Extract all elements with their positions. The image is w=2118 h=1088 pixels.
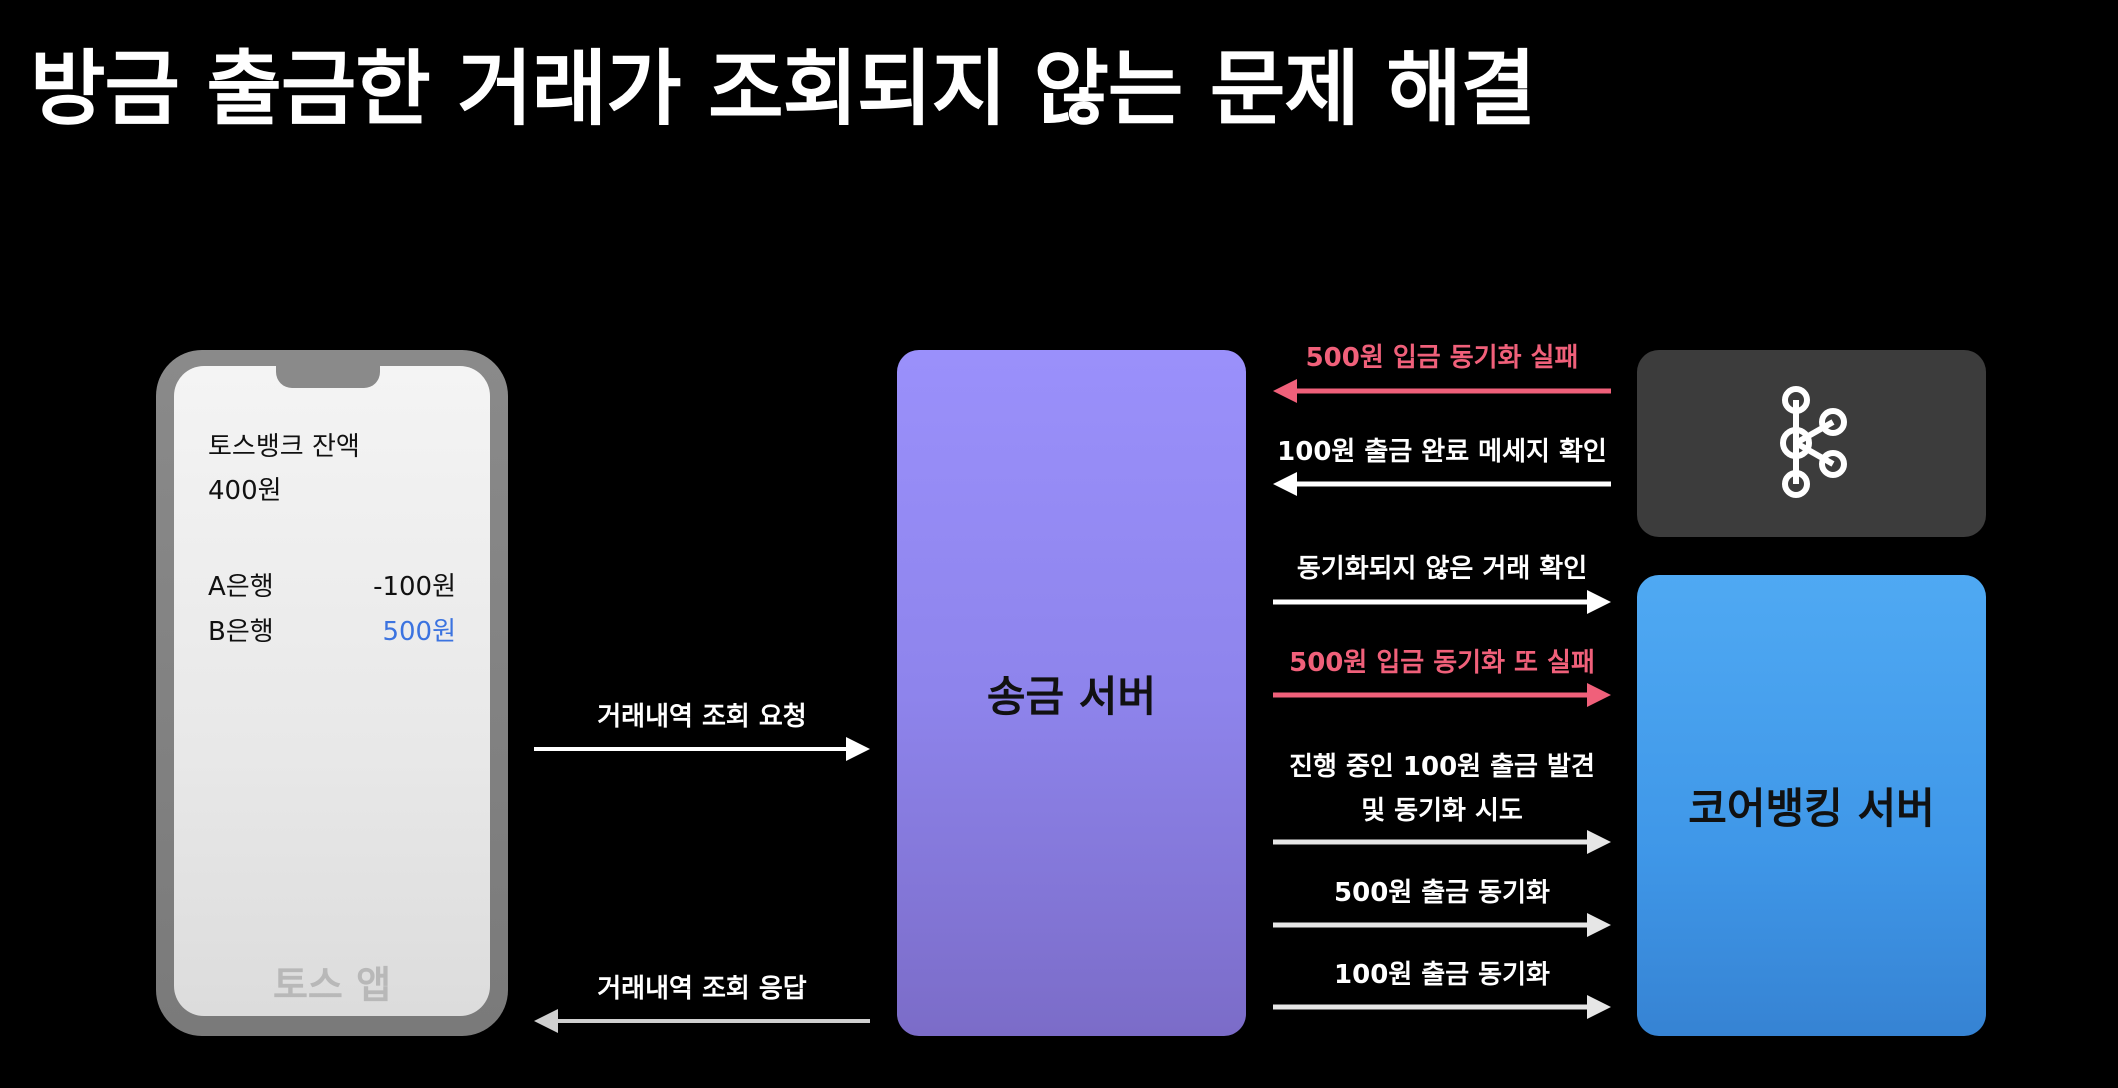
label-response: 거래내역 조회 응답 [597, 974, 807, 1004]
bank-b-label: B은행 [208, 617, 274, 647]
phone-screen: 토스뱅크 잔액 400원 A은행 -100원 B은행 500원 토스 앱 [174, 366, 490, 1016]
core-banking-server-label: 코어뱅킹 서버 [1688, 784, 1935, 833]
send-server-label: 송금 서버 [986, 671, 1157, 721]
label-unsynced-check: 동기화되지 않은 거래 확인 [1296, 554, 1588, 584]
app-name: 토스 앱 [272, 963, 392, 1007]
arrow-100-withdraw-sync [1273, 995, 1611, 1019]
balance-label: 토스뱅크 잔액 [208, 432, 360, 462]
label-deposit-sync-fail-again: 500원 입금 동기화 또 실패 [1289, 648, 1595, 678]
arrow-deposit-sync-fail-again [1273, 683, 1611, 707]
kafka-box [1637, 350, 1986, 537]
arrow-request [534, 737, 870, 761]
arrow-unsynced-check [1273, 590, 1611, 614]
phone-frame: 토스뱅크 잔액 400원 A은행 -100원 B은행 500원 토스 앱 [156, 350, 508, 1036]
core-banking-server-box: 코어뱅킹 서버 [1637, 575, 1986, 1036]
bank-a-label: A은행 [208, 572, 274, 602]
bank-a-amount: -100원 [373, 572, 456, 602]
balance-value: 400원 [208, 476, 282, 506]
arrow-deposit-sync-fail [1273, 379, 1611, 403]
label-500-withdraw-sync: 500원 출금 동기화 [1334, 878, 1550, 908]
arrow-withdraw-complete [1273, 472, 1611, 496]
bank-b-amount: 500원 [382, 617, 456, 647]
label-in-progress-line2: 및 동기화 시도 [1361, 796, 1523, 826]
label-request: 거래내역 조회 요청 [597, 702, 807, 732]
label-in-progress-line1: 진행 중인 100원 출금 발견 [1289, 752, 1595, 782]
page-title: 방금 출금한 거래가 조회되지 않는 문제 해결 [30, 42, 1536, 137]
send-server-box: 송금 서버 [897, 350, 1246, 1036]
arrow-in-progress-sync [1273, 830, 1611, 854]
label-100-withdraw-sync: 100원 출금 동기화 [1334, 960, 1550, 990]
phone-notch [276, 366, 380, 388]
label-withdraw-complete: 100원 출금 완료 메세지 확인 [1277, 437, 1607, 467]
arrow-500-withdraw-sync [1273, 913, 1611, 937]
arrow-response [534, 1009, 870, 1033]
kafka-icon [1780, 386, 1847, 498]
label-deposit-sync-fail: 500원 입금 동기화 실패 [1305, 343, 1579, 373]
